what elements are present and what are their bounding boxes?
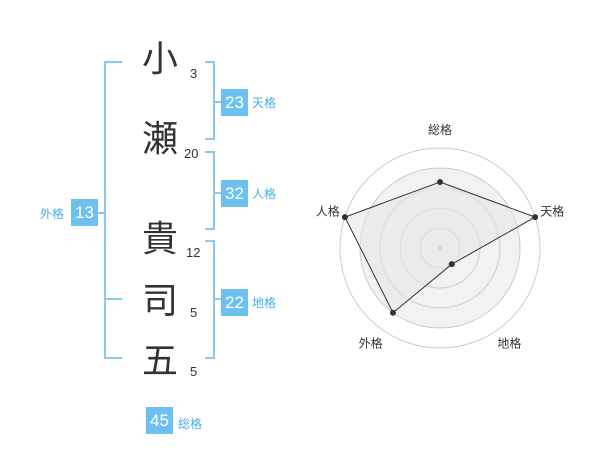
radar-point-4 <box>389 309 396 316</box>
radar-axis-label-4: 外格 <box>359 335 383 350</box>
stroke-count-5: 5 <box>190 364 198 379</box>
stroke-count-2: 20 <box>184 146 199 161</box>
name-char-4: 司 <box>141 281 178 322</box>
chikaku-label: 地格 <box>252 296 277 310</box>
radar-data-polygon <box>344 181 537 314</box>
radar-axis-label-1: 総格 <box>428 122 452 137</box>
radar-point-2 <box>532 214 539 221</box>
radar-axis-label-3: 地格 <box>497 335 521 350</box>
stroke-count-1: 3 <box>190 66 198 81</box>
stroke-count-3: 12 <box>186 245 201 260</box>
chikaku-value: 22 <box>221 289 248 316</box>
radar-point-3 <box>448 261 455 268</box>
gaikaku-label: 外格 <box>40 207 65 221</box>
radar-point-1 <box>437 179 443 185</box>
radar-axis-label-5: 人格 <box>316 204 340 219</box>
soukaku-label: 総格 <box>178 417 203 431</box>
tenkaku-label: 天格 <box>252 96 277 110</box>
name-char-2: 瀬 <box>141 119 178 160</box>
name-char-3: 貴 <box>141 219 178 260</box>
jinkaku-value: 32 <box>221 180 248 207</box>
soukaku-value: 45 <box>146 407 173 434</box>
tenkaku-value: 23 <box>221 89 248 116</box>
name-char-5: 五 <box>141 341 178 382</box>
radar-point-5 <box>341 214 348 221</box>
radar-axis-label-2: 天格 <box>540 204 564 219</box>
gaikaku-value: 13 <box>71 199 98 226</box>
name-char-1: 小 <box>141 39 178 80</box>
stroke-count-4: 5 <box>190 305 198 320</box>
jinkaku-label: 人格 <box>252 187 277 201</box>
